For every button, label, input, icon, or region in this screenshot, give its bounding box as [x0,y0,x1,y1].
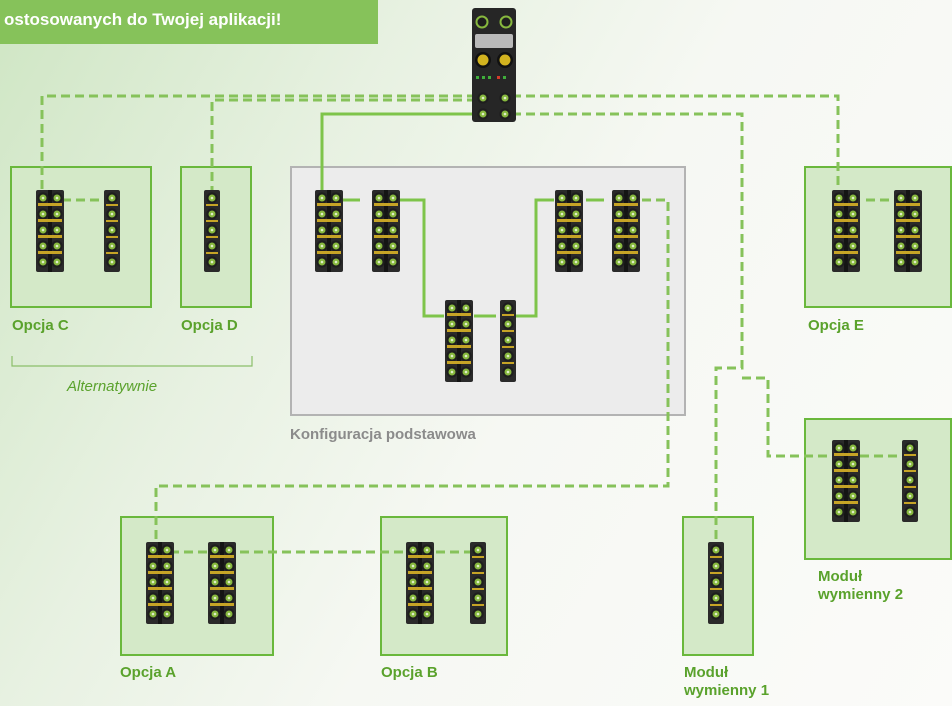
io-module-base-4 [500,300,516,382]
headline-text: ostosowanych do Twojej aplikacji! [4,10,282,29]
label-modul-2-line2: wymienny 2 [818,586,904,603]
box-modul-2 [804,418,952,560]
label-alternatywnie: Alternatywnie [67,378,158,395]
label-opcja-b: Opcja B [381,664,438,681]
box-opcja-e [804,166,952,308]
alternatywnie-bracket [11,356,253,367]
head-module [472,8,516,122]
box-opcja-c [10,166,152,308]
io-module-modul-1 [708,542,724,624]
io-module-opcja-e-2 [894,190,922,272]
io-module-base-5 [555,190,583,272]
io-module-opcja-d [204,190,220,272]
io-module-base-2 [372,190,400,272]
label-modul-1: Moduł wymienny 1 [684,664,769,700]
label-modul-1-line1: Moduł [684,664,729,681]
io-module-base-6 [612,190,640,272]
label-opcja-d: Opcja D [181,317,238,334]
io-module-opcja-a-1 [146,542,174,624]
label-modul-2-line1: Moduł [818,568,863,585]
box-opcja-b [380,516,508,656]
label-opcja-a: Opcja A [120,664,177,681]
io-module-opcja-a-2 [208,542,236,624]
io-module-base-3 [445,300,473,382]
io-module-modul-2-2 [902,440,918,522]
label-opcja-e: Opcja E [808,317,864,334]
io-module-opcja-b-2 [470,542,486,624]
io-module-base-1 [315,190,343,272]
io-module-opcja-e-1 [832,190,860,272]
box-opcja-d [180,166,252,308]
io-module-opcja-c-2 [104,190,120,272]
box-opcja-a [120,516,274,656]
label-modul-1-line2: wymienny 1 [684,682,770,699]
label-base-config: Konfiguracja podstawowa [290,426,476,443]
io-module-opcja-b-1 [406,542,434,624]
headline-banner: ostosowanych do Twojej aplikacji! [0,0,378,44]
label-opcja-c: Opcja C [12,317,69,334]
io-module-modul-2-1 [832,440,860,522]
label-modul-2: Moduł wymienny 2 [818,568,903,604]
io-module-opcja-c-1 [36,190,64,272]
